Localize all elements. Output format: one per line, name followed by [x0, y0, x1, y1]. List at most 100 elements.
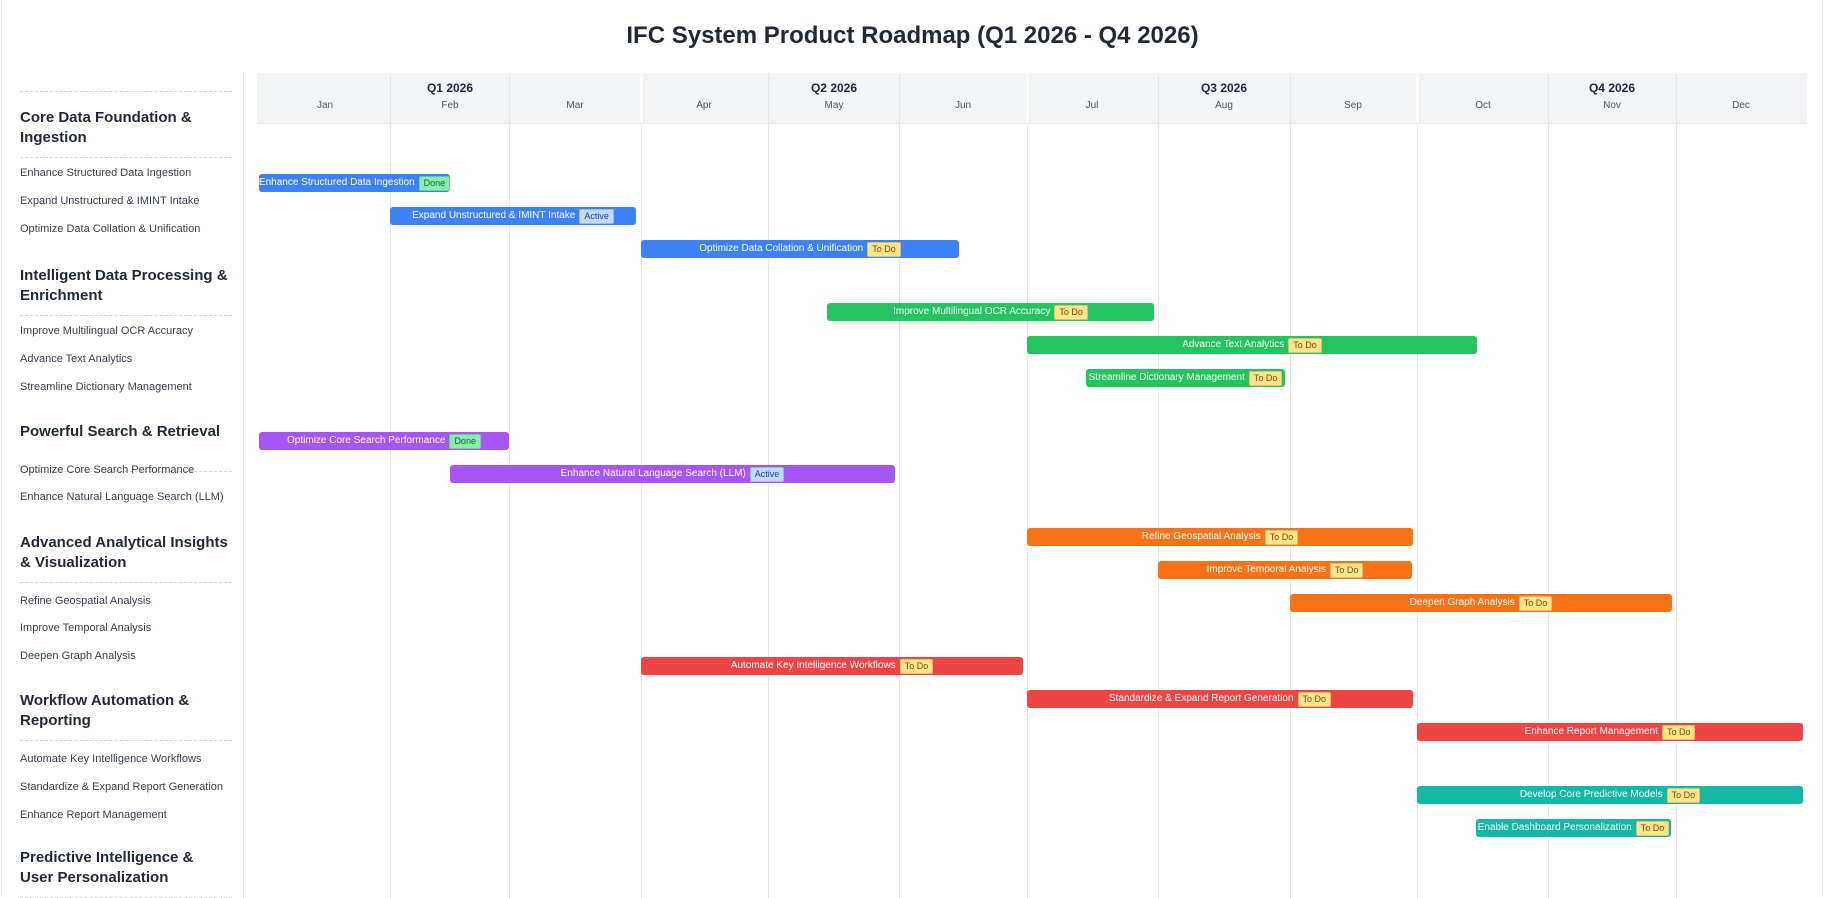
divider-line: [20, 740, 232, 741]
month-label: Mar: [566, 100, 584, 111]
status-badge: Done: [449, 433, 481, 449]
task-bar-label: Enable Dashboard Personalization: [1477, 822, 1632, 833]
status-badge: To Do: [1248, 370, 1283, 386]
quarter-label: Q4 2026: [1588, 81, 1636, 95]
task-label: Deepen Graph Analysis: [20, 650, 136, 662]
status-badge: To Do: [1297, 691, 1332, 707]
month-label: Apr: [696, 100, 712, 111]
task-bar: Enhance Natural Language Search (LLM)Act…: [450, 465, 895, 483]
task-label: Enhance Natural Language Search (LLM): [20, 491, 224, 503]
month-grid-line: [1290, 73, 1291, 898]
group-label: Workflow Automation & Reporting: [20, 692, 190, 729]
month-label: Nov: [1603, 100, 1621, 111]
divider-line: [20, 582, 232, 583]
task-bar-label: Deepen Graph Analysis: [1409, 597, 1515, 608]
month-grid-line: [1027, 73, 1028, 898]
task-bar-label: Optimize Core Search Performance: [287, 435, 446, 446]
status-badge: Done: [418, 175, 450, 191]
status-badge: To Do: [867, 241, 901, 257]
month-grid-line: [1417, 73, 1418, 898]
month-label: Oct: [1475, 100, 1491, 111]
month-grid-line: [1548, 73, 1549, 898]
timeline-header: [257, 73, 1807, 124]
panel-divider: [243, 73, 244, 898]
status-badge: To Do: [1264, 529, 1299, 545]
month-grid-line: [1676, 73, 1677, 898]
month-grid-line: [899, 73, 900, 898]
task-label: Enhance Structured Data Ingestion: [20, 167, 192, 179]
task-bar-label: Refine Geospatial Analysis: [1141, 531, 1261, 542]
task-bar-label: Improve Temporal Analysis: [1206, 564, 1326, 575]
status-badge: To Do: [1661, 724, 1696, 740]
divider-line: [20, 471, 232, 472]
task-bar-label: Advance Text Analytics: [1182, 339, 1285, 350]
status-badge: To Do: [899, 658, 934, 674]
task-bar-label: Expand Unstructured & IMINT Intake: [412, 210, 576, 221]
divider-line: [20, 157, 232, 158]
status-badge: To Do: [1635, 820, 1670, 836]
task-bar-label: Develop Core Predictive Models: [1519, 789, 1663, 800]
status-badge: To Do: [1518, 595, 1553, 611]
group-label: Intelligent Data Processing & Enrichment: [20, 267, 228, 304]
task-label: Optimize Data Collation & Unification: [20, 223, 201, 235]
task-label: Optimize Core Search Performance: [20, 464, 195, 476]
month-label: Jan: [316, 100, 334, 111]
quarter-separator: [640, 73, 643, 123]
task-bar-label: Enhance Structured Data Ingestion: [259, 177, 415, 188]
task-bar-label: Streamline Dictionary Management: [1088, 372, 1245, 383]
task-bar-label: Improve Multilingual OCR Accuracy: [893, 306, 1051, 317]
task-bar-label: Enhance Report Management: [1524, 726, 1658, 737]
group-label: Advanced Analytical Insights & Visualiza…: [20, 534, 228, 571]
task-label: Enhance Report Management: [20, 809, 167, 821]
task-bar-label: Optimize Data Collation & Unification: [699, 243, 864, 254]
chart-title: IFC System Product Roadmap (Q1 2026 - Q4…: [626, 22, 1199, 49]
task-label: Improve Multilingual OCR Accuracy: [20, 325, 194, 337]
quarter-label: Q3 2026: [1200, 81, 1248, 95]
month-grid-line: [1158, 73, 1159, 898]
group-label: Core Data Foundation & Ingestion: [20, 109, 192, 146]
quarter-separator: [1026, 73, 1029, 123]
divider-line: [20, 315, 232, 316]
status-badge: To Do: [1054, 304, 1088, 320]
month-label: Feb: [441, 100, 459, 111]
divider-line: [20, 91, 232, 92]
group-label: Predictive Intelligence & User Personali…: [20, 849, 194, 886]
status-badge: Active: [579, 208, 614, 224]
task-label: Expand Unstructured & IMINT Intake: [20, 195, 200, 207]
task-label: Refine Geospatial Analysis: [20, 595, 151, 607]
month-grid-line: [768, 73, 769, 898]
status-badge: Active: [749, 466, 785, 482]
month-label: Jul: [1085, 100, 1099, 111]
task-label: Standardize & Expand Report Generation: [20, 781, 224, 793]
month-label: Sep: [1344, 100, 1362, 111]
task-bar-label: Standardize & Expand Report Generation: [1108, 693, 1294, 704]
status-badge: To Do: [1288, 337, 1322, 353]
task-label: Streamline Dictionary Management: [20, 381, 192, 393]
month-label: May: [824, 100, 844, 111]
group-label: Powerful Search & Retrieval: [20, 423, 221, 440]
task-label: Automate Key Intelligence Workflows: [20, 753, 202, 765]
task-label: Advance Text Analytics: [20, 353, 133, 365]
quarter-label: Q2 2026: [810, 81, 858, 95]
quarter-label: Q1 2026: [426, 81, 474, 95]
status-badge: To Do: [1329, 562, 1364, 578]
task-bar-label: Automate Key Intelligence Workflows: [730, 660, 896, 671]
month-grid-line: [509, 73, 510, 898]
